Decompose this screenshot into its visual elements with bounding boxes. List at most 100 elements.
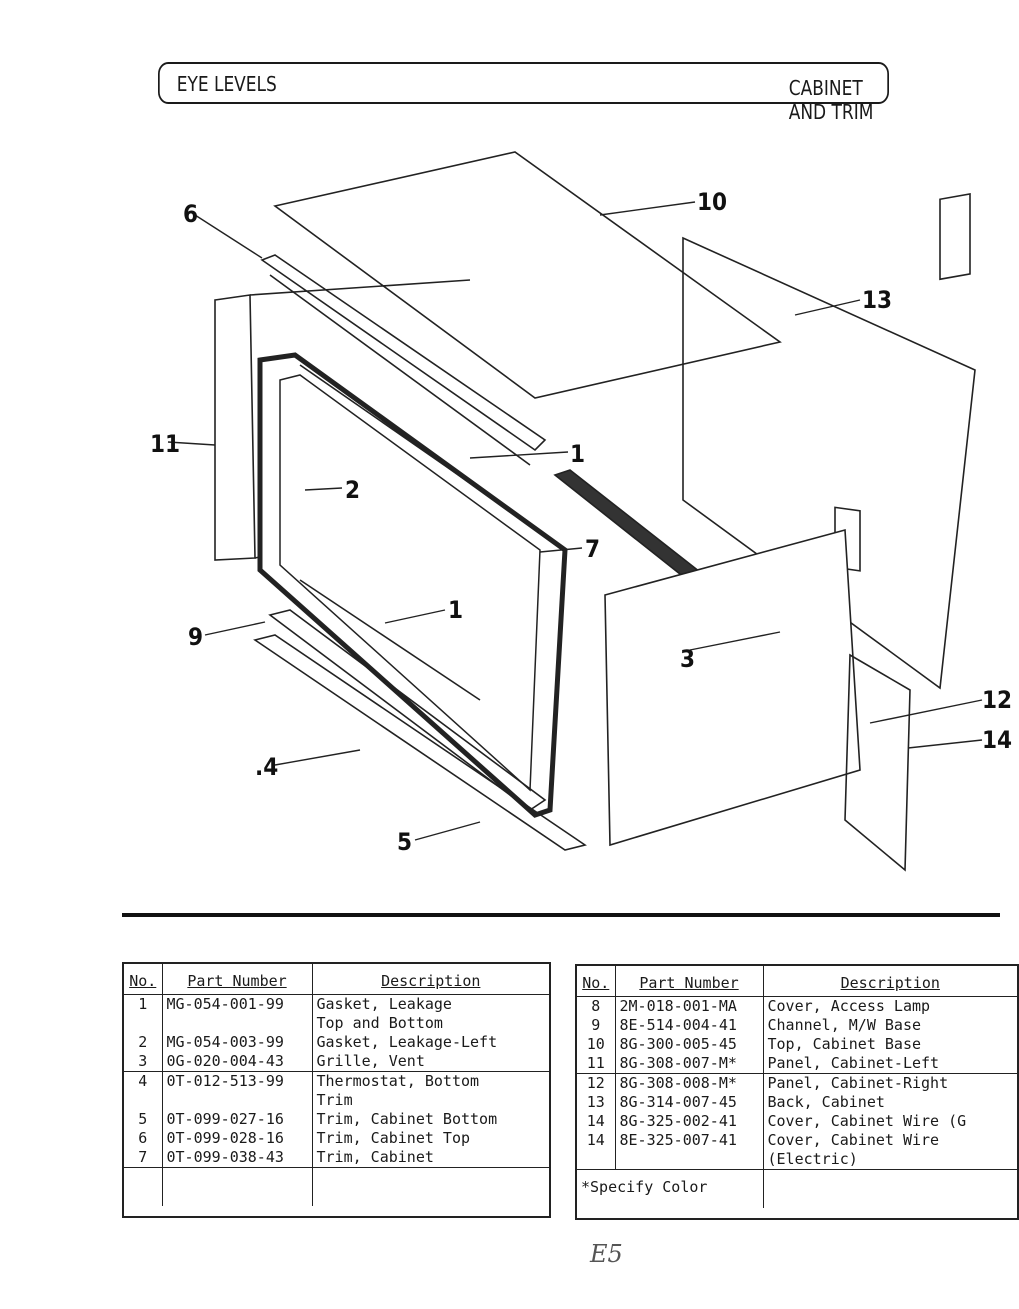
part-trim-top <box>260 254 547 452</box>
col-header-no: No. <box>124 964 162 995</box>
cell-no: 2 <box>138 1033 148 1051</box>
cell-desc: Top, Cabinet Base <box>762 1035 1017 1054</box>
cell-part: 0G-020-004-43 <box>161 1052 312 1072</box>
cell-no: 11 <box>586 1054 605 1072</box>
part-access-cover <box>939 193 971 281</box>
col-header-no: No. <box>577 966 615 997</box>
cell-no: 3 <box>138 1052 148 1070</box>
cell-desc: Trim <box>311 1091 549 1110</box>
cell-desc: Trim, Cabinet <box>311 1148 549 1168</box>
callout-12: 12 <box>982 686 1012 714</box>
cell-part: MG-054-001-99 <box>161 994 312 1014</box>
cell-part <box>161 1091 312 1110</box>
page-header: EYE LEVELS CABINET AND TRIM <box>158 62 889 124</box>
table-row: (Electric) <box>577 1150 1017 1170</box>
cell-desc: (Electric) <box>762 1150 1017 1170</box>
callout-1-bottom: 1 <box>448 596 463 624</box>
callout-3: 3 <box>680 645 695 673</box>
cell-part: 0T-099-027-16 <box>161 1110 312 1129</box>
parts-table-left: No. Part Number Description 1 MG-054-001-… <box>122 962 551 1218</box>
cell-no: 5 <box>138 1110 148 1128</box>
callout-1-top: 1 <box>570 440 585 468</box>
cell-no: 6 <box>138 1129 148 1147</box>
cell-no: 14 <box>586 1131 605 1149</box>
col-header-description: Description <box>311 964 549 995</box>
cell-desc: Panel, Cabinet-Left <box>762 1054 1017 1074</box>
part-trim-frame <box>257 352 568 818</box>
cell-desc: Channel, M/W Base <box>762 1016 1017 1035</box>
cell-part: 8G-314-007-45 <box>614 1093 763 1112</box>
table-footnote-row: *Specify Color <box>577 1169 1017 1208</box>
part-top-cabinet-base <box>273 151 782 399</box>
cell-no: 1 <box>138 995 148 1013</box>
cell-part: 0T-099-028-16 <box>161 1129 312 1148</box>
table-row: Trim <box>124 1091 549 1110</box>
cell-part: 8E-325-007-41 <box>614 1131 763 1150</box>
footnote-specify-color: *Specify Color <box>577 1169 763 1208</box>
table-row-empty <box>124 1167 549 1206</box>
cell-part <box>614 1150 763 1170</box>
callout-7: 7 <box>585 535 600 563</box>
cell-desc: Thermostat, Bottom <box>311 1071 549 1091</box>
cell-part: 8E-514-004-41 <box>614 1016 763 1035</box>
cell-desc: Gasket, Leakage-Left <box>311 1033 549 1052</box>
cell-no <box>577 1150 615 1170</box>
cell-part: 8G-308-008-M* <box>614 1073 763 1093</box>
cell-no: 9 <box>591 1016 601 1034</box>
cell-no: 12 <box>577 1073 615 1093</box>
cell-desc: Cover, Cabinet Wire (G <box>762 1112 1017 1131</box>
part-right-panel <box>604 528 861 847</box>
callout-11: 11 <box>150 430 180 458</box>
cell-part: 8G-325-002-41 <box>614 1112 763 1131</box>
section-title: CABINET AND TRIM <box>788 76 874 124</box>
callout-14: 14 <box>982 726 1012 754</box>
cell-desc: Cover, Access Lamp <box>762 996 1017 1016</box>
callout-4: .4 <box>255 753 278 781</box>
part-back-cabinet <box>682 236 976 690</box>
exploded-parts-diagram: 6 10 13 11 1 2 7 1 9 3 12 .4 14 5 <box>150 151 1012 872</box>
part-wire-cover <box>844 653 911 872</box>
cell-desc: Back, Cabinet <box>762 1093 1017 1112</box>
cell-part: 8G-300-005-45 <box>614 1035 763 1054</box>
cell-part: 0T-099-038-43 <box>161 1148 312 1168</box>
cell-desc: Trim, Cabinet Top <box>311 1129 549 1148</box>
part-trim-bottom <box>253 634 587 851</box>
table-row: Top and Bottom <box>124 1014 549 1033</box>
callout-13: 13 <box>862 286 892 314</box>
cell-no: 4 <box>124 1071 162 1091</box>
cell-part: 0T-012-513-99 <box>161 1071 312 1091</box>
cell-desc: Grille, Vent <box>311 1052 549 1072</box>
page-mark: E5 <box>590 1240 623 1268</box>
callout-2: 2 <box>345 476 360 504</box>
section-divider <box>122 913 1000 917</box>
cell-no: 14 <box>586 1112 605 1130</box>
brand-label: EYE LEVELS <box>176 72 277 96</box>
cell-part <box>161 1014 312 1033</box>
cell-part: 2M-018-001-MA <box>614 996 763 1016</box>
cell-desc: Cover, Cabinet Wire <box>762 1131 1017 1150</box>
cell-desc: Top and Bottom <box>311 1014 549 1033</box>
table-row: 11 8G-308-007-M*Panel, Cabinet-Left <box>577 1054 1017 1074</box>
cell-part: 8G-308-007-M* <box>614 1054 763 1074</box>
col-header-part-number: Part Number <box>161 964 312 995</box>
cell-desc: Panel, Cabinet-Right <box>762 1073 1017 1093</box>
cell-part: MG-054-003-99 <box>161 1033 312 1052</box>
callout-9: 9 <box>188 623 203 651</box>
cell-no <box>124 1091 162 1110</box>
col-header-part-number: Part Number <box>614 966 763 997</box>
cell-desc: Trim, Cabinet Bottom <box>311 1110 549 1129</box>
part-channel-base <box>268 609 547 811</box>
callout-10: 10 <box>697 188 727 216</box>
cell-no <box>124 1014 162 1033</box>
